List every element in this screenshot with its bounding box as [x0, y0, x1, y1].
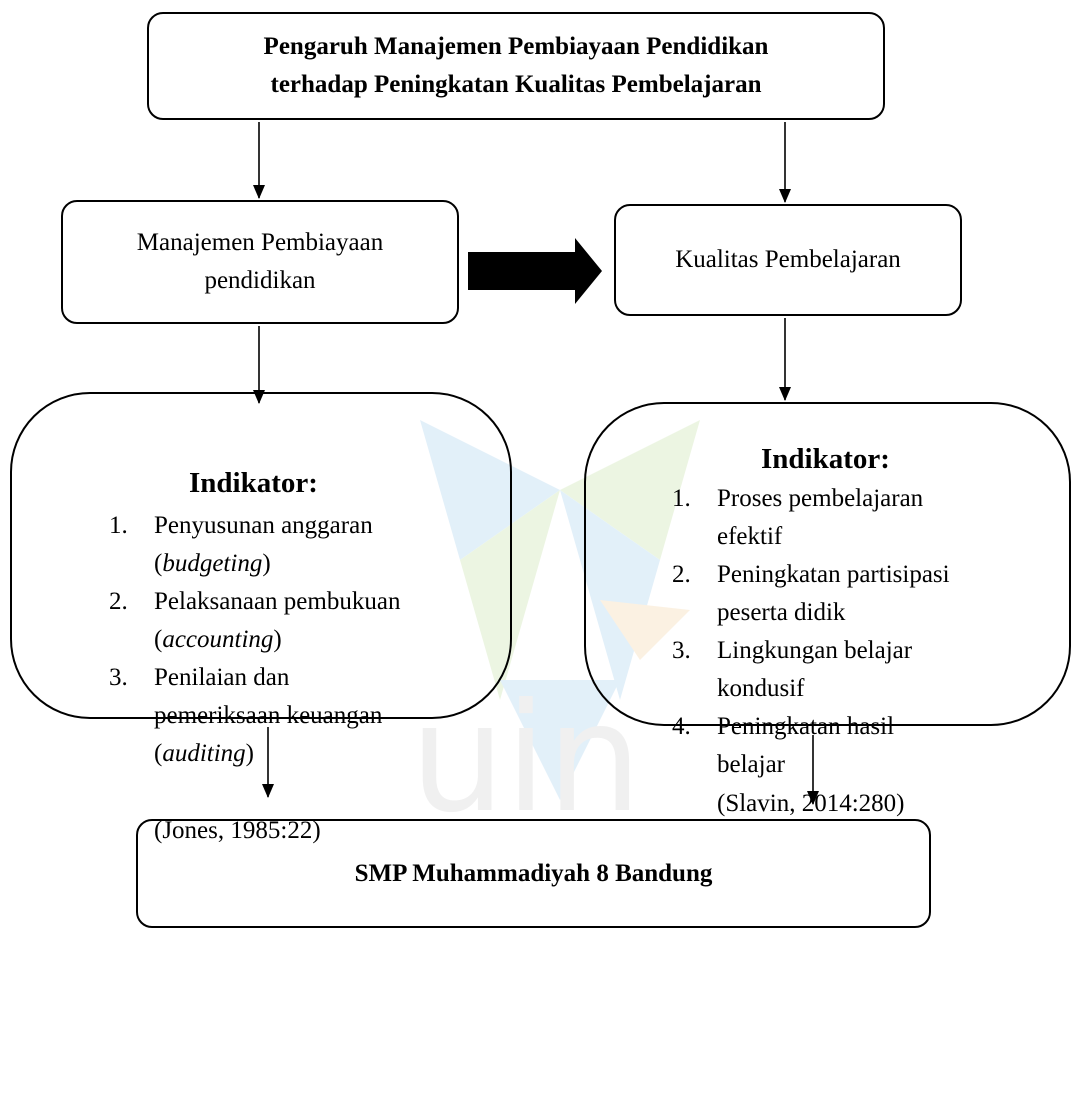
right-indicators-list: 1. Proses pembelajaran efektif 2. Pening…	[672, 480, 950, 784]
right-indicator-item: 2. Peningkatan partisipasi peserta didik	[672, 556, 950, 632]
left-indicator-item: 3. Penilaian dan pemeriksaan keuangan (a…	[109, 659, 400, 773]
title-box: Pengaruh Manajemen Pembiayaan Pendidikan…	[147, 12, 885, 120]
left-indicator-text: pemeriksaan keuangan	[154, 702, 383, 729]
left-indicator-text: Penyusunan anggaran	[154, 512, 373, 539]
right-indicator-text: Lingkungan belajar	[717, 637, 913, 664]
title-text: Pengaruh Manajemen Pembiayaan Pendidikan…	[264, 28, 769, 104]
right-variable-box: Kualitas Pembelajaran	[614, 204, 962, 316]
right-indicator-text: efektif	[717, 523, 783, 550]
right-indicator-text: kondusif	[717, 675, 805, 702]
right-indicator-item: 1. Proses pembelajaran efektif	[672, 480, 950, 556]
left-indicators-heading: Indikator:	[189, 467, 318, 499]
right-indicator-item: 3. Lingkungan belajar kondusif	[672, 632, 950, 708]
left-indicator-number: 2.	[109, 588, 128, 615]
title-line-1: Pengaruh Manajemen Pembiayaan Pendidikan	[263, 33, 769, 60]
right-indicators-source: (Slavin, 2014:280)	[717, 790, 905, 817]
right-indicator-text: belajar	[717, 751, 786, 778]
left-indicator-number: 1.	[109, 512, 128, 539]
right-indicator-item: 4. Peningkatan hasil belajar	[672, 708, 950, 784]
school-label: SMP Muhammadiyah 8 Bandung	[354, 859, 713, 887]
right-indicator-number: 4.	[672, 713, 691, 740]
right-indicators-heading: Indikator:	[761, 443, 890, 475]
right-indicator-number: 3.	[672, 637, 691, 664]
left-variable-line-1: Manajemen Pembiayaan	[136, 229, 384, 256]
left-indicator-term: (auditing)	[154, 740, 254, 767]
left-indicator-text: Penilaian dan	[154, 664, 290, 691]
left-indicator-term: (budgeting)	[154, 550, 271, 577]
right-indicator-text: Proses pembelajaran	[717, 485, 924, 512]
school-box: SMP Muhammadiyah 8 Bandung	[136, 819, 931, 928]
left-indicator-number: 3.	[109, 664, 128, 691]
left-indicators-source: (Jones, 1985:22)	[154, 817, 321, 844]
left-indicator-item: 1. Penyusunan anggaran (budgeting)	[109, 507, 400, 583]
title-line-2: terhadap Peningkatan Kualitas Pembelajar…	[270, 71, 762, 98]
right-indicator-number: 2.	[672, 561, 691, 588]
right-indicator-text: Peningkatan hasil	[717, 713, 895, 740]
left-indicators-box: Indikator: 1. Penyusunan anggaran (budge…	[10, 392, 512, 844]
right-indicator-text: peserta didik	[717, 599, 846, 626]
right-indicator-text: Peningkatan partisipasi	[717, 561, 950, 588]
left-indicator-term: (accounting)	[154, 626, 282, 653]
right-indicator-number: 1.	[672, 485, 691, 512]
left-indicators-list: 1. Penyusunan anggaran (budgeting) 2. Pe…	[109, 507, 400, 773]
left-indicator-item: 2. Pelaksanaan pembukuan (accounting)	[109, 583, 400, 659]
right-indicators-box: Indikator: 1. Proses pembelajaran efekti…	[584, 402, 1071, 817]
left-variable-text: Manajemen Pembiayaan pendidikan	[137, 224, 383, 300]
left-indicator-text: Pelaksanaan pembukuan	[154, 588, 401, 615]
arrow-left-to-right-variable	[468, 238, 602, 304]
right-variable-label: Kualitas Pembelajaran	[675, 246, 901, 273]
left-variable-line-2: pendidikan	[204, 267, 316, 294]
left-variable-box: Manajemen Pembiayaan pendidikan	[61, 200, 459, 324]
